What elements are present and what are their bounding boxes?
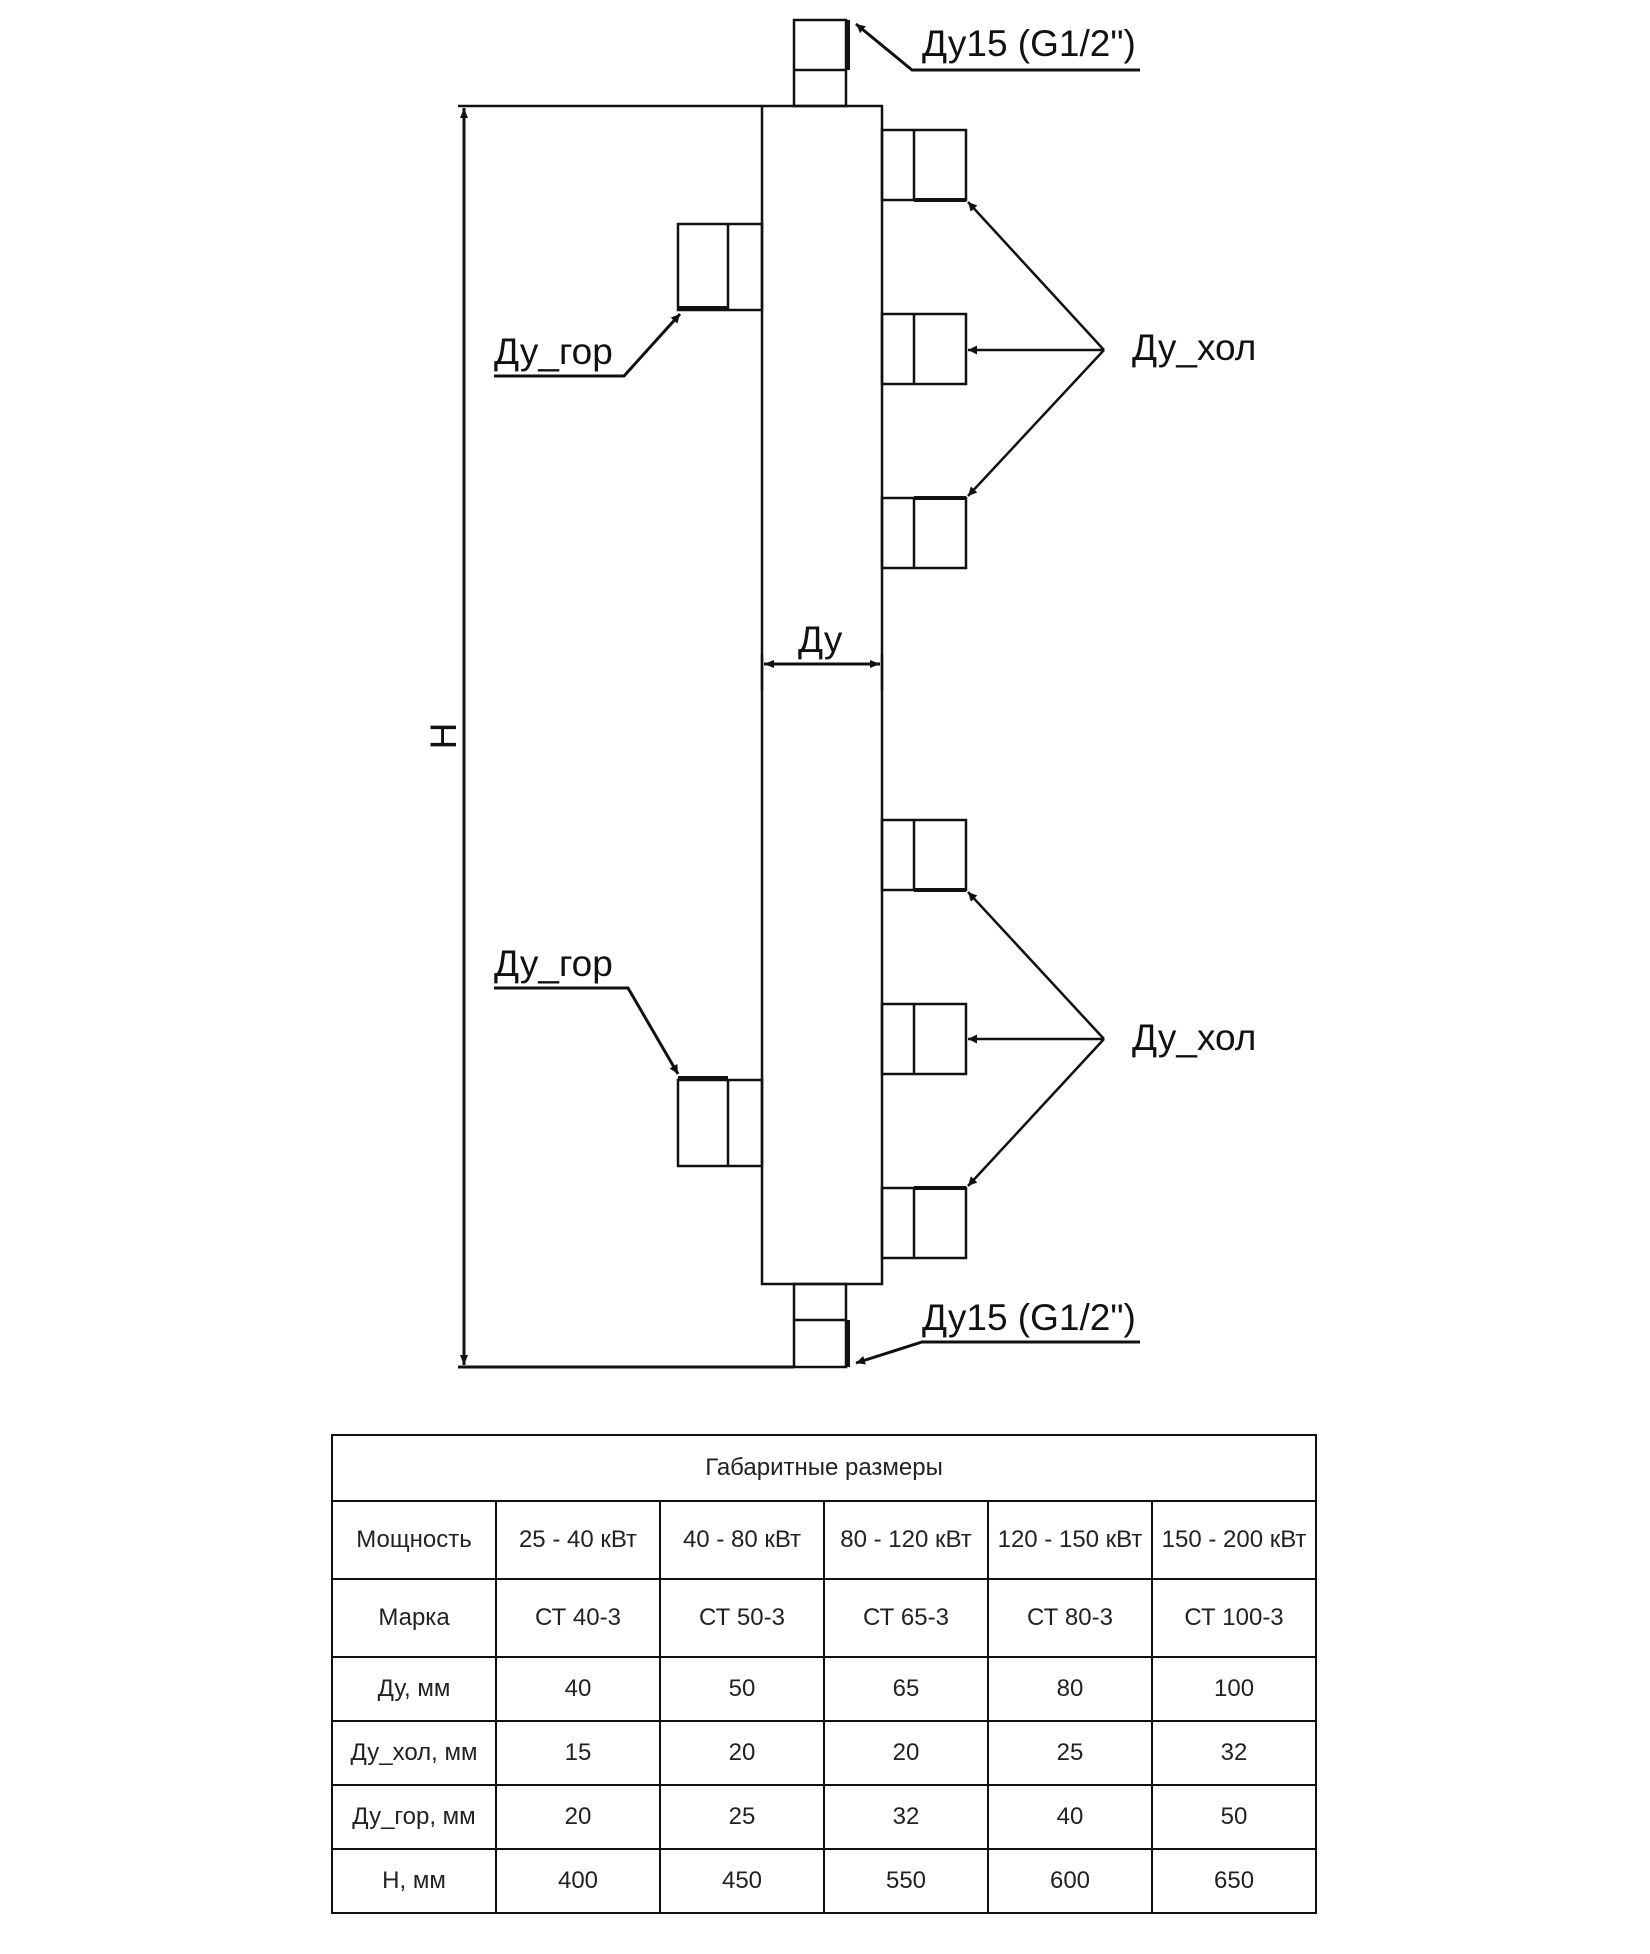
- table-row: Марка СТ 40-3 СТ 50-3 СТ 65-3 СТ 80-3 СТ…: [331, 1578, 1318, 1658]
- row-label-cold-diameter: Ду_хол, мм: [331, 1720, 497, 1786]
- cold-nozzle-4: [880, 818, 968, 892]
- bottom-fitting-leader: [855, 1340, 1140, 1365]
- row-label-model: Марка: [331, 1578, 497, 1658]
- top-fitting: [792, 18, 850, 108]
- row-label-height: H, мм: [331, 1848, 497, 1914]
- table-row: Ду, мм 40 50 65 80 100: [331, 1656, 1318, 1722]
- hot-upper-label: Ду_гор: [494, 331, 613, 372]
- height-label: H: [423, 723, 464, 750]
- table-cell: 150 - 200 кВт: [1150, 1500, 1318, 1580]
- cold-nozzle-5: [880, 1002, 968, 1076]
- table-cell: 25: [987, 1720, 1153, 1786]
- table-cell: 40: [987, 1784, 1153, 1850]
- table-row: Мощность 25 - 40 кВт 40 - 80 кВт 80 - 12…: [331, 1500, 1318, 1580]
- table-cell: СТ 80-3: [987, 1578, 1153, 1658]
- bottom-fitting-label: Ду15 (G1/2"): [922, 1297, 1136, 1338]
- table-cell: 50: [1150, 1784, 1318, 1850]
- diameter-dimension: [760, 655, 884, 690]
- height-dimension: [458, 104, 794, 1369]
- table-cell: 15: [495, 1720, 661, 1786]
- bottom-fitting: [792, 1282, 850, 1369]
- table-cell: 25: [659, 1784, 825, 1850]
- cold-lower-label: Ду_хол: [1132, 1017, 1256, 1058]
- table-row: Ду_хол, мм 15 20 20 25 32: [331, 1720, 1318, 1786]
- separator-body: [760, 104, 884, 1286]
- top-fitting-leader: [855, 22, 1140, 72]
- table-cell: СТ 40-3: [495, 1578, 661, 1658]
- row-label-hot-diameter: Ду_гор, мм: [331, 1784, 497, 1850]
- top-fitting-label: Ду15 (G1/2"): [922, 23, 1136, 64]
- table-cell: 32: [1150, 1720, 1318, 1786]
- hot-nozzle-lower: [676, 1076, 764, 1168]
- hot-upper-leader: [494, 312, 682, 378]
- dimensions-table: Габаритные размеры Мощность 25 - 40 кВт …: [330, 1434, 1318, 1914]
- table-cell: СТ 100-3: [1150, 1578, 1318, 1658]
- diameter-label: Ду: [798, 619, 843, 660]
- table-cell: 100: [1150, 1656, 1318, 1722]
- cold-upper-label: Ду_хол: [1132, 327, 1256, 368]
- table-cell: 40 - 80 кВт: [659, 1500, 825, 1580]
- cold-nozzle-3: [880, 496, 968, 570]
- cold-nozzle-1: [880, 128, 968, 202]
- hot-lower-label: Ду_гор: [494, 943, 613, 984]
- row-label-power: Мощность: [331, 1500, 497, 1580]
- table-cell: 600: [987, 1848, 1153, 1914]
- table-cell: 32: [823, 1784, 989, 1850]
- table-cell: 80 - 120 кВт: [823, 1500, 989, 1580]
- table-cell: 120 - 150 кВт: [987, 1500, 1153, 1580]
- table-title: Габаритные размеры: [330, 1434, 1318, 1502]
- table-cell: 50: [659, 1656, 825, 1722]
- cold-nozzle-2: [880, 312, 968, 386]
- table-cell: 650: [1150, 1848, 1318, 1914]
- table-cell: 550: [823, 1848, 989, 1914]
- table-cell: 65: [823, 1656, 989, 1722]
- table-cell: 450: [659, 1848, 825, 1914]
- table-cell: 20: [495, 1784, 661, 1850]
- table-row: H, мм 400 450 550 600 650: [331, 1848, 1318, 1914]
- table-row: Ду_гор, мм 20 25 32 40 50: [331, 1784, 1318, 1850]
- table-cell: 40: [495, 1656, 661, 1722]
- hot-lower-leader: [494, 986, 680, 1075]
- cold-upper-leaders: [967, 201, 1105, 497]
- table-cell: 25 - 40 кВт: [495, 1500, 661, 1580]
- table-cell: СТ 65-3: [823, 1578, 989, 1658]
- table-title-row: Габаритные размеры: [330, 1434, 1318, 1502]
- table-cell: 400: [495, 1848, 661, 1914]
- cold-lower-leaders: [967, 891, 1105, 1187]
- row-label-diameter: Ду, мм: [331, 1656, 497, 1722]
- table-cell: СТ 50-3: [659, 1578, 825, 1658]
- table-cell: 20: [823, 1720, 989, 1786]
- table-cell: 20: [659, 1720, 825, 1786]
- table-cell: 80: [987, 1656, 1153, 1722]
- cold-nozzle-6: [880, 1186, 968, 1260]
- hot-nozzle-upper: [676, 222, 764, 312]
